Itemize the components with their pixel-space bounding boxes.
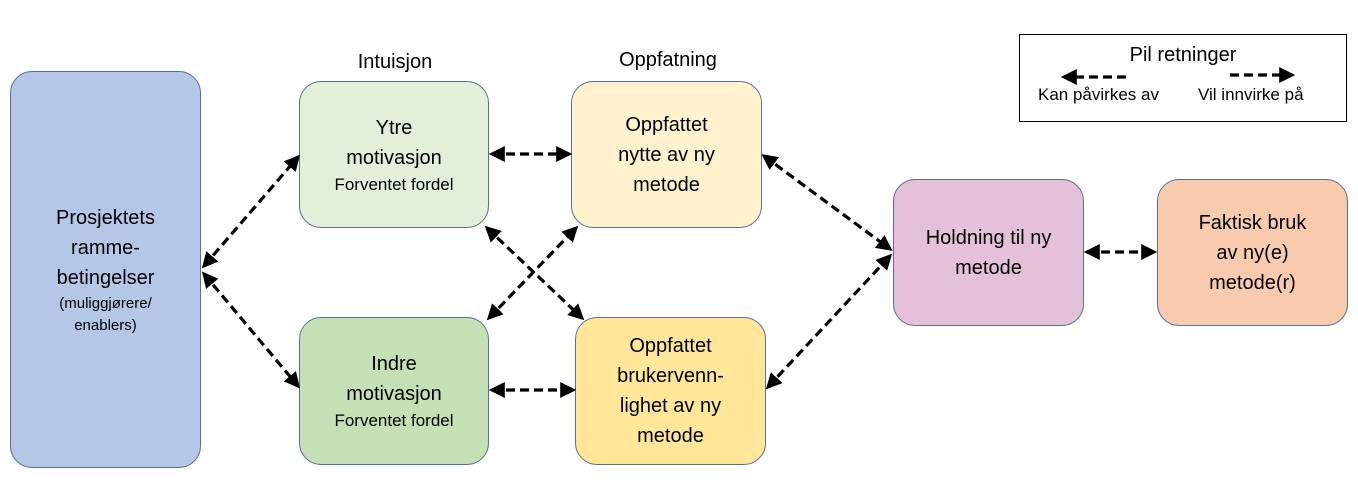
node-label: metode	[637, 425, 704, 447]
node-label: metode(r)	[1209, 271, 1296, 294]
node-sublabel: Forventet fordel	[334, 174, 454, 194]
legend-right-label: Vil innvirke på	[1198, 85, 1304, 104]
node-label: Prosjektets	[56, 206, 155, 229]
node-actual-usage: Faktisk bruk av ny(e) metode(r)	[1157, 179, 1348, 326]
node-label: lighet av ny	[619, 395, 722, 417]
arrow-framework-inner	[201, 271, 301, 389]
column-heading-perception: Oppfatning	[619, 49, 717, 71]
arrow-inner-usefulness	[486, 225, 579, 321]
column-heading-intuition: Intuisjon	[357, 51, 433, 73]
node-label: nytte av ny	[618, 143, 715, 166]
node-sublabel: Forventet fordel	[334, 411, 454, 430]
node-label: Indre	[371, 353, 417, 375]
arrow-framework-outer	[201, 154, 301, 269]
legend-left-label: Kan påvirkes av	[1038, 85, 1159, 104]
node-label: Holdning til ny	[925, 226, 1052, 249]
node-attitude: Holdning til ny metode	[893, 179, 1084, 326]
node-perceived-usability: Oppfattet brukervenn- lighet av ny metod…	[575, 317, 766, 465]
node-inner-motivation: Indre motivasjon Forventet fordel	[299, 317, 489, 465]
node-sublabel: (muliggjørere/	[59, 294, 152, 312]
node-sublabel: enablers)	[74, 316, 137, 334]
node-label: metode	[955, 256, 1022, 279]
node-label: Oppfattet	[629, 335, 712, 357]
arrow-usability-attitude	[765, 253, 893, 390]
node-label: betingelser	[56, 266, 155, 289]
node-outer-motivation: Ytre motivasjon Forventet fordel	[299, 81, 489, 228]
node-label: ramme-	[71, 236, 140, 259]
arrow-usefulness-attitude	[761, 154, 893, 251]
arrow-direction-legend: Pil retninger Kan påvirkes av Vil innvir…	[1019, 34, 1347, 122]
node-label: metode	[633, 173, 700, 196]
node-label: motivasjon	[346, 383, 442, 405]
node-label: Oppfattet	[625, 113, 708, 136]
node-label: Ytre	[375, 116, 413, 139]
node-project-framework: Prosjektets ramme- betingelser (muliggjø…	[10, 71, 201, 468]
node-label: brukervenn-	[617, 365, 724, 387]
node-label: av ny(e)	[1216, 241, 1289, 264]
node-label: Faktisk bruk	[1198, 211, 1307, 234]
node-label: motivasjon	[346, 146, 442, 169]
legend-arrow-icons	[1060, 67, 1296, 85]
legend-title: Pil retninger	[1129, 44, 1237, 66]
